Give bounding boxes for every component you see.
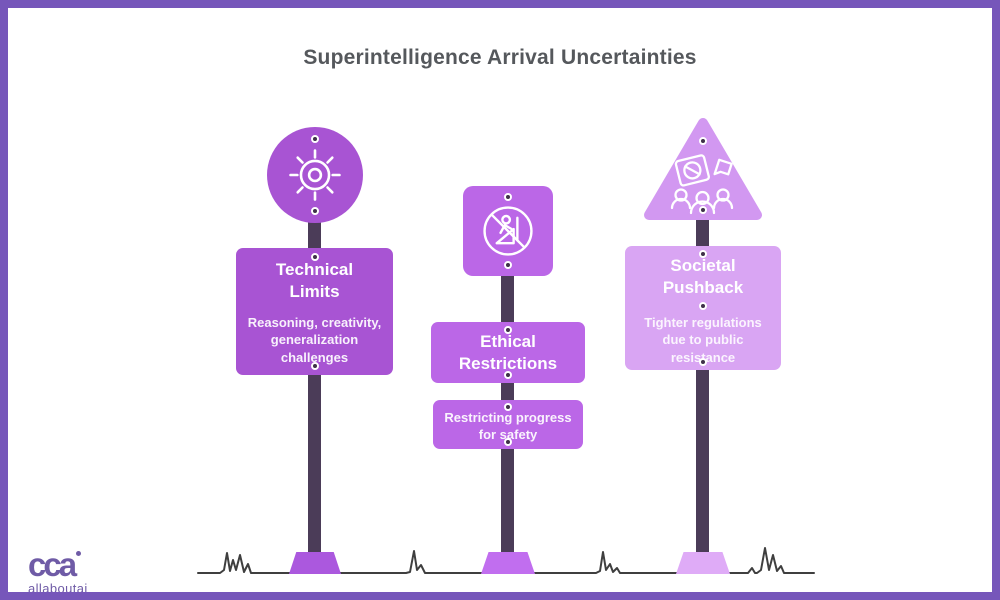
pole-base [481,552,535,574]
screw-icon [311,207,319,215]
screw-icon [504,371,512,379]
technical-limits-icon-board [267,127,363,223]
page-title: Superintelligence Arrival Uncertainties [303,46,697,69]
screw-icon [699,250,707,258]
logo-wordmark: allaboutai [28,581,88,596]
pole-base [676,552,730,574]
screw-icon [504,193,512,201]
screw-icon [311,135,319,143]
screw-icon [504,326,512,334]
no-climbing-icon [478,201,538,261]
societal-pushback-sign: Societal Pushback Tighter regulations du… [625,246,781,370]
screw-icon [699,302,707,310]
sign-title: Technical Limits [275,260,354,302]
logo-dot-icon [76,551,82,556]
screw-icon [504,403,512,411]
logo-mark: cca [28,548,88,581]
screw-icon [699,137,707,145]
ethical-restrictions-subsign: Restricting progress for safety [433,400,583,449]
sign-body: Restricting progress for safety [444,410,572,443]
pole-base [289,552,341,574]
sign-title: Societal Pushback [662,256,744,298]
ethical-restrictions-sign: Ethical Restrictions [431,322,585,383]
sign-body: Tighter regulations due to public resist… [644,315,762,365]
screw-icon [310,362,319,370]
protest-icon [665,154,741,216]
screw-icon [699,358,707,366]
technical-limits-sign: Technical Limits Reasoning, creativity, … [236,248,393,375]
sun-gear-icon [286,146,344,204]
screw-icon [504,261,512,269]
brand-logo: cca allaboutai [28,548,88,596]
ethical-restrictions-icon-board [463,186,553,276]
screw-icon [504,438,512,446]
sign-title: Ethical Restrictions [458,332,558,374]
screw-icon [699,206,707,214]
sign-body: Reasoning, creativity, generalization ch… [247,315,382,365]
screw-icon [310,253,319,261]
